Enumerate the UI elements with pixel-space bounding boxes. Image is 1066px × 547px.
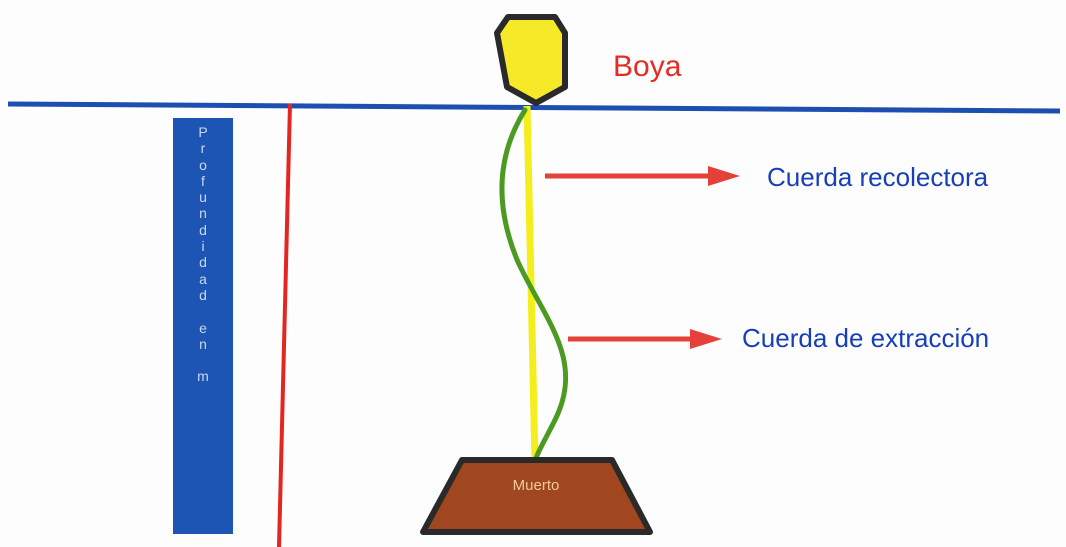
depth-letter: e (199, 319, 207, 336)
extraction-rope-label: Cuerda de extracción (742, 323, 990, 353)
collector-rope-label: Cuerda recolectora (767, 162, 989, 192)
depth-letter: P (198, 124, 208, 140)
depth-letter: o (199, 156, 207, 173)
collector-arrow (545, 166, 740, 186)
depth-letter: a (199, 270, 207, 287)
extraction-arrow (568, 329, 722, 349)
depth-letter: f (201, 172, 205, 189)
depth-letter: n (199, 205, 207, 222)
depth-letter: m (197, 368, 209, 385)
depth-letter: n (199, 335, 207, 352)
depth-letter: r (200, 140, 206, 157)
depth-axis-column: P r o f u n d i d a d e n m (173, 118, 233, 534)
extraction-rope (499, 107, 569, 465)
depth-letter: u (199, 189, 207, 206)
depth-axis-label: P r o f u n d i d a d e n m (173, 124, 233, 385)
anchor-label: Muerto (512, 477, 560, 494)
water-surface-line (7, 101, 1061, 114)
depth-letter: d (199, 221, 207, 238)
depth-letter: d (199, 254, 207, 271)
buoy-shape (494, 14, 568, 106)
depth-letter: i (201, 238, 205, 255)
anchor-block (420, 457, 653, 535)
depth-letter: d (199, 286, 207, 303)
buoy-label: Boya (613, 50, 682, 83)
depth-reference-line (277, 103, 292, 547)
